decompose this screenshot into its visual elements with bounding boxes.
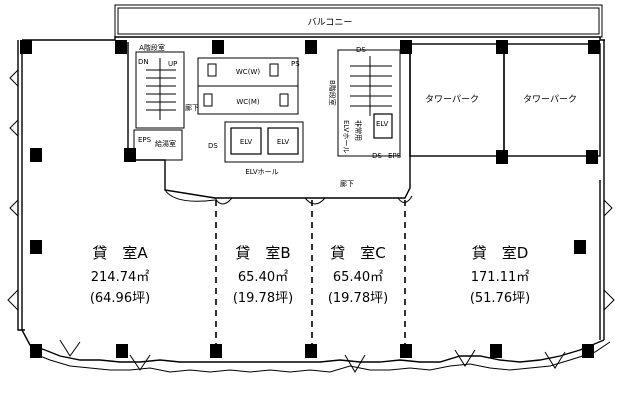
stair-a-up: UP [168, 60, 177, 68]
room-b-name: 貸 室B [235, 244, 290, 262]
column [588, 40, 600, 54]
room-c: 貸 室C 65.40㎡ (19.78坪) [328, 244, 388, 306]
room-d: 貸 室D 171.11㎡ (51.76坪) [470, 244, 530, 306]
columns [20, 40, 600, 358]
hallway-label-lower: 廊下 [340, 179, 354, 188]
column [116, 344, 128, 358]
wc-m-label: WC(M) [236, 98, 260, 106]
elv-hall-label: ELVホール [245, 168, 278, 176]
column [400, 40, 412, 54]
column [30, 344, 42, 358]
column [496, 150, 508, 164]
balcony-label: バルコニー [308, 17, 353, 28]
column [586, 150, 598, 164]
column [20, 40, 32, 54]
elv-2-label: ELV [277, 138, 290, 146]
room-b-area: 65.40㎡ [238, 270, 288, 285]
emergency-elv-label: 非常用 [354, 120, 363, 141]
column [212, 40, 224, 54]
ds-label-left: DS [208, 142, 218, 150]
room-d-name: 貸 室D [472, 244, 529, 262]
stair-b-label: B階段室 [328, 80, 337, 106]
room-a: 貸 室A 214.74㎡ (64.96坪) [90, 244, 150, 306]
room-dividers [215, 200, 406, 345]
room-d-area: 171.11㎡ [471, 270, 530, 285]
column [496, 40, 508, 54]
wc-w-label: WC(W) [236, 68, 260, 76]
hallway-label-upper: 廊下 [185, 103, 199, 112]
column [305, 344, 317, 358]
column [30, 240, 42, 254]
room-c-area: 65.40㎡ [333, 270, 383, 285]
column [210, 344, 222, 358]
eps-label-b: EPS [388, 152, 402, 160]
stair-a-label: A階段室 [139, 43, 165, 52]
tower-park-label-1: タワーパーク [425, 94, 479, 105]
column [490, 344, 502, 358]
tower-park-label-2: タワーパーク [523, 94, 577, 105]
room-a-name: 貸 室A [92, 244, 148, 262]
tower-park: タワーパーク タワーパーク [409, 43, 601, 157]
ds-label-top: DS [356, 46, 366, 54]
balcony: バルコニー [114, 4, 603, 38]
room-b-tsubo: (19.78坪) [233, 291, 293, 306]
elv-hall-vertical: ELVホール [342, 120, 350, 153]
column [124, 148, 136, 162]
core: A階段室 DN UP EPS 給湯室 WC(W) WC(M) PS 廊下 DS … [127, 42, 413, 205]
ds-label-right: DS [372, 152, 382, 160]
ps-label: PS [291, 60, 300, 68]
elv-1-label: ELV [240, 138, 253, 146]
room-a-area: 214.74㎡ [91, 270, 150, 285]
column [574, 240, 586, 254]
stair-a-dn: DN [138, 58, 149, 66]
room-c-name: 貸 室C [330, 244, 385, 262]
room-c-tsubo: (19.78坪) [328, 291, 388, 306]
column [30, 148, 42, 162]
column [305, 40, 317, 54]
kitchen-label: 給湯室 [155, 139, 176, 148]
column [582, 344, 594, 358]
room-d-tsubo: (51.76坪) [470, 291, 530, 306]
column [115, 40, 127, 54]
outer-wall [7, 36, 615, 373]
eps-label-a: EPS [138, 136, 152, 144]
column [400, 344, 412, 358]
room-b: 貸 室B 65.40㎡ (19.78坪) [233, 244, 293, 306]
room-a-tsubo: (64.96坪) [90, 291, 150, 306]
emergency-elv-box-label: ELV [376, 120, 389, 128]
